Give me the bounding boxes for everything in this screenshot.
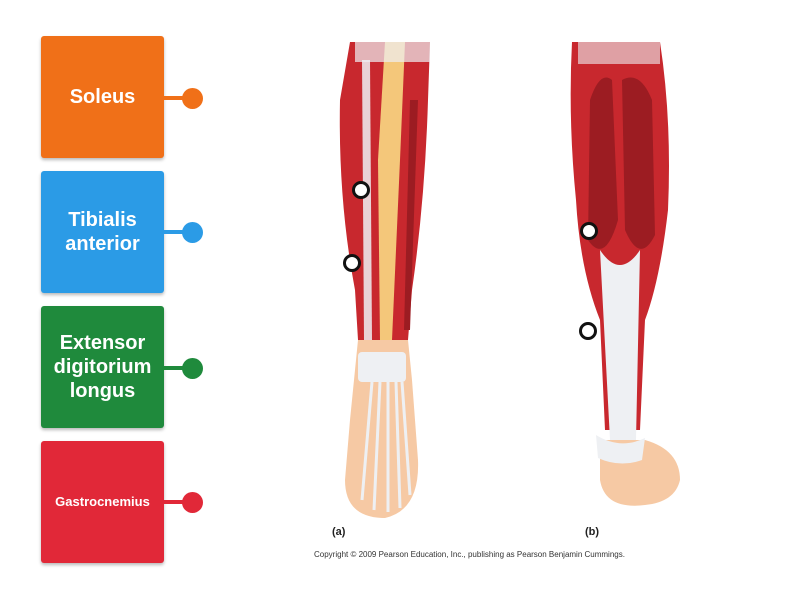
label-card-text: Tibialis anterior [65,209,140,255]
connector-line [164,500,188,504]
connector-line [164,96,188,100]
drop-target[interactable] [579,322,597,340]
label-pin[interactable] [182,222,203,243]
label-pin[interactable] [182,492,203,513]
label-card-extensor-digitorium-longus[interactable]: Extensor digitorium longus [41,306,164,428]
label-card-text: Gastrocnemius [55,494,150,509]
connector-line [164,366,188,370]
connector-line [164,230,188,234]
figure-caption-b: (b) [585,526,600,538]
label-card-soleus[interactable]: Soleus [41,36,164,158]
drop-target[interactable] [343,254,361,272]
label-card-text: Extensor digitorium longus [53,332,152,402]
drop-target[interactable] [580,222,598,240]
posterior-leg-view [570,42,680,506]
figure-caption-a: (a) [332,526,346,538]
label-card-tibialis-anterior[interactable]: Tibialis anterior [41,171,164,293]
copyright-text: Copyright © 2009 Pearson Education, Inc.… [314,550,625,559]
label-pin[interactable] [182,88,203,109]
label-pin[interactable] [182,358,203,379]
label-card-gastrocnemius[interactable]: Gastrocnemius [41,441,164,563]
label-card-text: Soleus [69,86,136,108]
drop-target[interactable] [352,181,370,199]
leg-muscles-illustration [339,42,680,518]
anterior-leg-view [339,42,430,518]
